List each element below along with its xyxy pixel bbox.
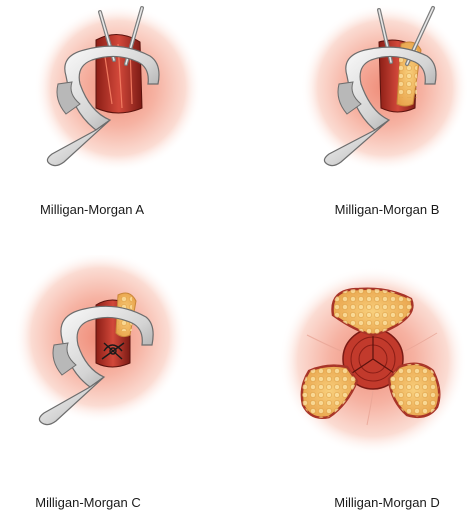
panel-c: Milligan-Morgan C (0, 255, 237, 510)
caption-c: Milligan-Morgan C (35, 495, 141, 510)
panel-d: Milligan-Morgan D (237, 255, 474, 510)
retractor-icon (323, 46, 437, 167)
suture-icon (101, 342, 125, 360)
caption-d: Milligan-Morgan D (334, 495, 440, 510)
milligan-morgan-a-illustration (34, 4, 202, 172)
excision-wound-left (300, 364, 359, 419)
panel-b: Milligan-Morgan B (237, 0, 474, 255)
panel-a: Milligan-Morgan A (0, 0, 237, 255)
caption-b: Milligan-Morgan B (334, 202, 440, 217)
excision-wound-top (331, 287, 414, 337)
milligan-morgan-c-illustration (14, 255, 186, 426)
retractor-icon (38, 305, 154, 426)
caption-a: Milligan-Morgan A (39, 202, 145, 217)
milligan-morgan-d-illustration (279, 267, 467, 455)
retractor-icon (46, 45, 160, 167)
milligan-morgan-b-illustration (301, 4, 469, 172)
excision-wound-right (387, 362, 441, 418)
